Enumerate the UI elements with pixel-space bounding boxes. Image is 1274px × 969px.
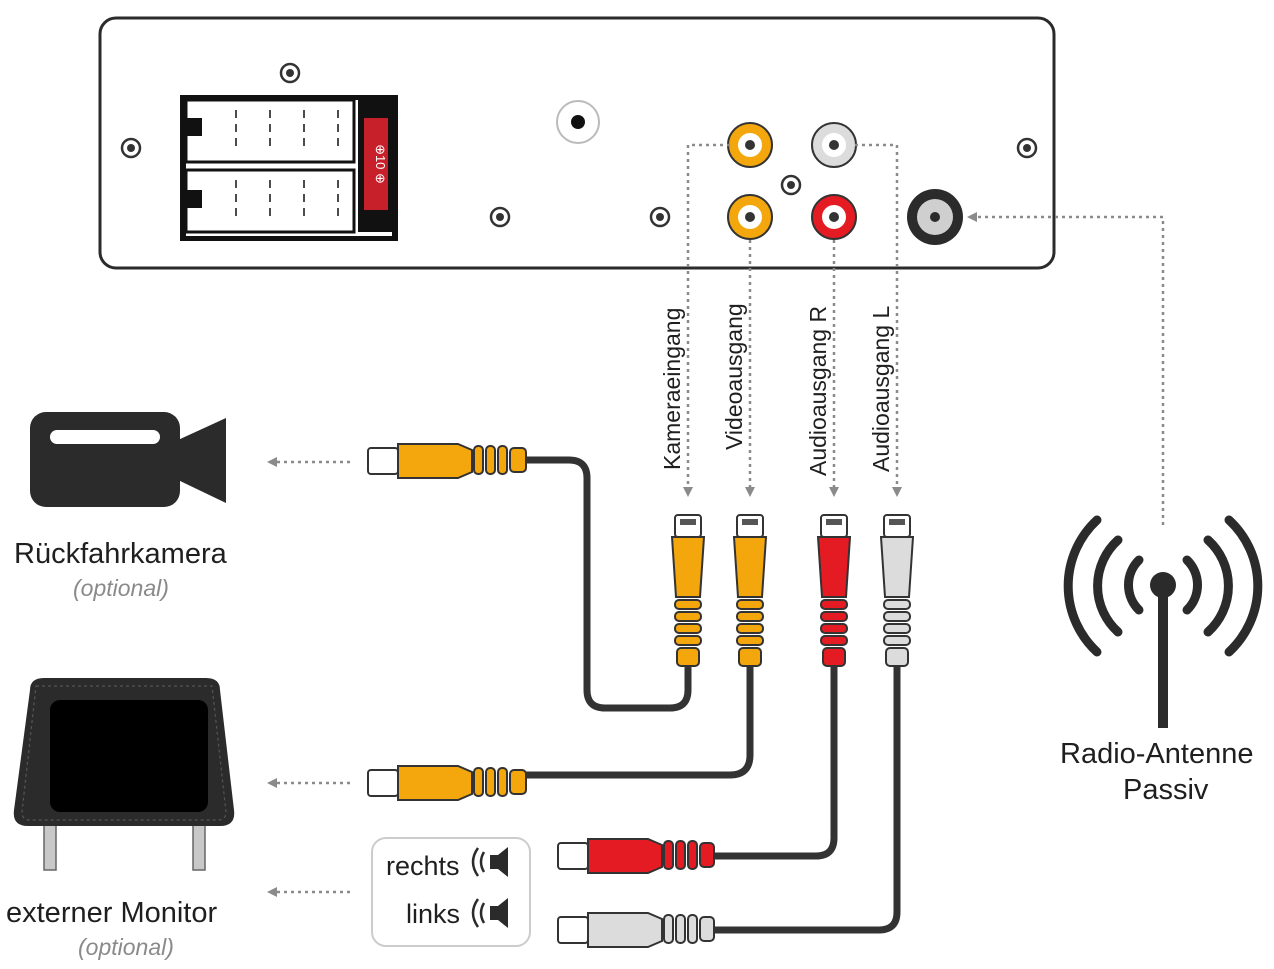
rca-female-audio-r — [816, 514, 852, 667]
rca-plug-audio-l — [557, 912, 715, 948]
speaker-icon — [471, 898, 508, 928]
antenna-socket — [907, 189, 963, 245]
monitor-icon — [13, 678, 235, 871]
speaker-icon — [471, 847, 508, 877]
video-camera-icon — [30, 412, 226, 507]
rca-socket-audio-r — [811, 194, 857, 240]
screw-icon — [489, 206, 511, 228]
speaker-legend-left: links — [406, 899, 461, 929]
screw-icon — [1016, 137, 1038, 159]
label-audioausgang-r: Audioausgang R — [805, 305, 831, 476]
speaker-legend-box — [371, 837, 531, 947]
rca-female-kamera — [670, 514, 706, 667]
rca-socket-audio-l — [811, 122, 857, 168]
speaker-legend-right: rechts — [386, 851, 460, 881]
camera-optional-note: (optional) — [73, 575, 169, 601]
rca-plug-monitor — [367, 765, 527, 801]
iso-connector: ⊕10 ⊕ — [180, 95, 398, 241]
antenna-label-line2: Passiv — [1123, 774, 1209, 806]
cables — [521, 456, 901, 934]
label-kameraeingang: Kameraeingang — [659, 307, 685, 470]
rca-female-video — [732, 514, 768, 667]
rca-female-audio-l — [879, 514, 915, 667]
plug-marking: ⊕10 ⊕ — [373, 144, 388, 184]
screw-icon — [120, 137, 142, 159]
screw-icon — [649, 206, 671, 228]
label-videoausgang: Videoausgang — [721, 303, 747, 450]
rca-socket-video — [727, 194, 773, 240]
rca-plug-camera — [367, 443, 527, 479]
head-unit-back-panel: ⊕10 ⊕ — [98, 16, 1056, 270]
rca-socket-kamera — [727, 122, 773, 168]
screw-icon — [279, 62, 301, 84]
radio-antenna-icon — [1063, 515, 1263, 728]
camera-label: Rückfahrkamera — [14, 538, 227, 570]
label-audioausgang-l: Audioausgang L — [868, 305, 894, 472]
rca-plug-audio-r — [557, 838, 715, 874]
screw-icon — [780, 174, 802, 196]
antenna-label-line1: Radio-Antenne — [1060, 738, 1254, 770]
monitor-label: externer Monitor — [6, 897, 218, 929]
monitor-optional-note: (optional) — [78, 934, 174, 960]
aux-socket — [556, 100, 600, 144]
dotted-guides — [267, 143, 1165, 897]
